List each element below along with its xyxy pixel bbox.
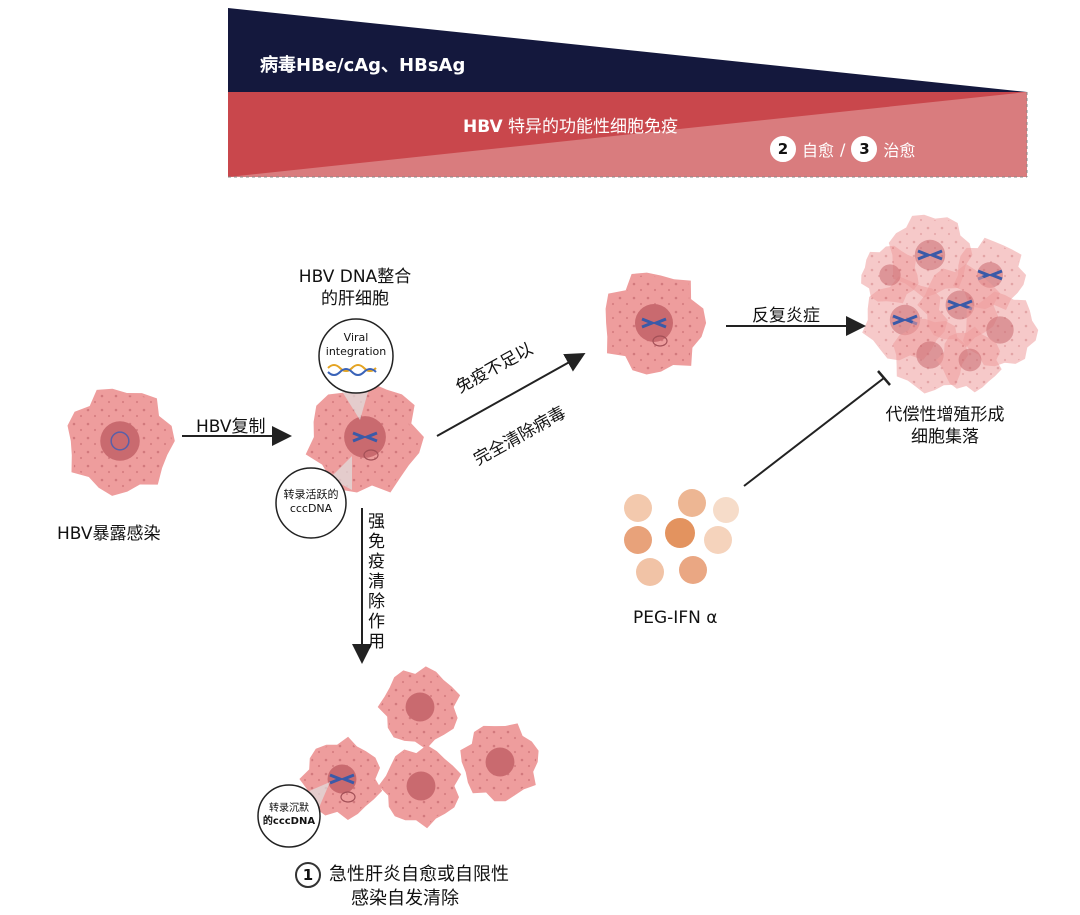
nucleus bbox=[100, 421, 140, 461]
peg-ifn-label: PEG-IFN α bbox=[633, 608, 718, 628]
silent-cccdna-text: 转录沉默 的cccDNA bbox=[262, 803, 316, 827]
viral-integration-text: Viral integration bbox=[325, 331, 387, 358]
cell-cleared-top bbox=[377, 666, 461, 750]
nucleus bbox=[958, 348, 982, 372]
banner-antigen-label: 病毒HBe/cAg、HBsAg bbox=[260, 55, 466, 76]
cells-layer bbox=[67, 214, 1039, 829]
nucleus bbox=[405, 692, 435, 722]
callout-pointer-active bbox=[330, 456, 352, 490]
nucleus bbox=[485, 747, 515, 777]
outcome-self-heal: 自愈 bbox=[802, 141, 835, 160]
integrated-dna-icon bbox=[947, 299, 973, 311]
outcome-cure: 治愈 bbox=[883, 141, 916, 160]
nucleus bbox=[916, 341, 944, 369]
replication-label: HBV复制 bbox=[196, 417, 266, 437]
compensatory-colony-label: 代偿性增殖形成 细胞集落 bbox=[885, 405, 1005, 447]
cell-cleared-right bbox=[460, 723, 539, 802]
callout-pointer-top bbox=[338, 385, 370, 420]
arrow-insufficient bbox=[436, 353, 586, 437]
inhibition-arrow-peg-ifn bbox=[743, 370, 891, 487]
outcome-1-label: 1 急性肝炎自愈或自限性 感染自发清除 bbox=[295, 862, 565, 910]
nucleus bbox=[406, 771, 436, 801]
cell-inflamed bbox=[605, 272, 707, 375]
exposure-label: HBV暴露感染 bbox=[57, 524, 161, 544]
banner-immunity-label: HBV 特异的功能性细胞免疫 bbox=[463, 117, 679, 137]
integrated-hepatocyte-label: HBV DNA整合 的肝细胞 bbox=[298, 267, 412, 309]
cell-exposure bbox=[67, 388, 175, 496]
banner-light-wedge bbox=[228, 92, 1027, 177]
colony-cell-8 bbox=[861, 245, 919, 304]
integrated-dna-icon bbox=[352, 431, 378, 443]
integrated-dna-icon bbox=[917, 249, 943, 261]
nucleus bbox=[986, 316, 1014, 344]
inflammation-label: 反复炎症 bbox=[752, 306, 820, 326]
active-cccdna-text: 转录活跃的 cccDNA bbox=[283, 488, 339, 515]
integrated-dna-icon bbox=[329, 773, 355, 785]
peg-ifn-particles bbox=[624, 489, 739, 586]
outcome-separator: / bbox=[840, 139, 846, 159]
banner-navy-wedge bbox=[228, 8, 1027, 92]
callout-pointer-silent bbox=[300, 782, 330, 810]
banner-outcomes: 2 自愈 / 3 治愈 bbox=[770, 136, 915, 162]
active-cccdna-bubble bbox=[275, 467, 347, 539]
cell-cleared-mid bbox=[378, 745, 462, 829]
silent-cccdna-bubble bbox=[257, 784, 321, 848]
outcome-2-badge: 2 bbox=[770, 136, 796, 162]
outcome-3-badge: 3 bbox=[851, 136, 878, 162]
cell-integrated bbox=[305, 376, 424, 493]
immune-banner bbox=[228, 8, 1028, 178]
outcome-1-badge: 1 bbox=[295, 862, 321, 888]
colony-cell-7 bbox=[936, 326, 1002, 393]
strong-immune-label: 强免疫清除作用 bbox=[368, 512, 385, 652]
integrated-dna-icon bbox=[641, 317, 667, 329]
nucleus bbox=[879, 264, 901, 286]
